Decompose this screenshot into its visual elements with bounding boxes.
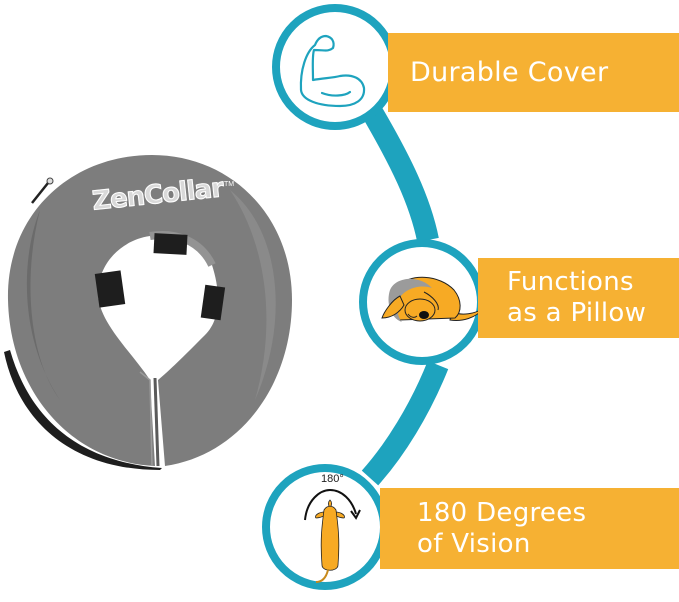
connector-line (361, 106, 449, 486)
feature-label: Durable Cover (410, 56, 609, 88)
feature-circle-vision (262, 464, 388, 590)
feature-banner-durable-cover: Durable Cover (388, 33, 679, 112)
feature-banner-pillow: Functions as a Pillow (478, 258, 679, 338)
rotation-arrow-icon (304, 488, 357, 521)
sleeping-dog-icon (381, 276, 485, 322)
feature-banner-vision: 180 Degrees of Vision (380, 488, 679, 569)
flexed-bicep-icon (299, 34, 366, 108)
collar-product-image (4, 155, 293, 470)
feature-circle-pillow (359, 239, 485, 365)
feature-label: Functions as a Pillow (507, 267, 647, 328)
trademark-mark: TM (224, 181, 235, 188)
vision-degree-caption: 180° (321, 473, 344, 485)
dog-180-vision-icon (315, 499, 345, 583)
feature-circle-durable (272, 4, 398, 130)
velcro-strap (153, 233, 188, 255)
feature-label: 180 Degrees of Vision (417, 497, 587, 559)
velcro-strap (200, 284, 226, 321)
velcro-strap (94, 270, 126, 308)
